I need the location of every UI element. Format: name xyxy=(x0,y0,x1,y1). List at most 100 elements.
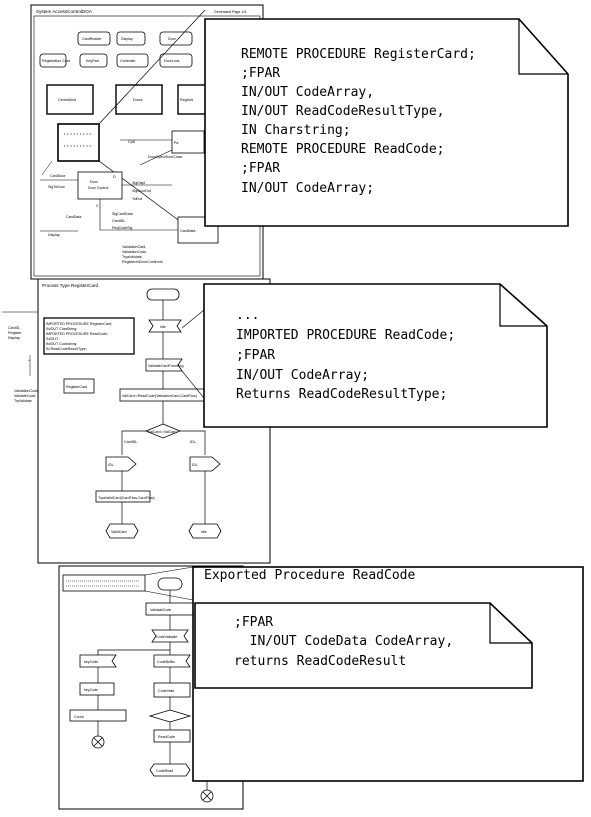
declaration-line: IN/OUT xyxy=(46,337,59,341)
callout-1-line: REMOTE PROCEDURE RegisterCard; xyxy=(241,47,476,62)
callout-3-line: IN/OUT CodeData CodeArray, xyxy=(234,634,453,649)
side-signal: TryValidate xyxy=(14,399,32,403)
signal-display: Display xyxy=(48,233,60,237)
signal-carddoor: CardDoor xyxy=(50,174,66,178)
declaration-box: IMPORTED PROCEDURE RegisterCard; IN/OUT … xyxy=(43,317,135,355)
panel-process-diagram: Process Type RegisterCard CardID, Regist… xyxy=(2,278,548,564)
callout-3-inner: ;FPAR IN/OUT CodeData CodeArray, returns… xyxy=(194,602,533,689)
block-centralunit-label: CentralUnit xyxy=(58,98,76,102)
declaration-line: IMPORTED PROCEDURE RegisterCard; xyxy=(46,322,112,326)
signal-dooropen: DoorOpen/DoorClose xyxy=(148,155,183,159)
inner-block-regcard-label: CardData xyxy=(180,229,195,233)
callout-2: ... IMPORTED PROCEDURE ReadCode; ;FPAR I… xyxy=(181,283,548,428)
register-card-box-label: RegisterCard xyxy=(66,385,87,389)
procedure-header-box xyxy=(62,574,146,592)
callout-1-line: IN Charstring; xyxy=(241,123,351,138)
proc-flow-label: ReadCode xyxy=(158,735,175,739)
callout-1-line: IN/OUT CodeArray, xyxy=(241,85,374,100)
signal-list-item: RegisteredDoorConfirmIn xyxy=(122,260,163,264)
signal-sigdoorout: SigDoorOut xyxy=(132,189,151,193)
side-signal: ValidationCode, xyxy=(14,389,39,393)
terminal-right-label: Idle xyxy=(201,530,207,534)
system-title: System AccessControlDOA xyxy=(36,9,93,14)
declaration-line: IN ReadCodeResultType; xyxy=(46,347,87,351)
block-cardreader-label: CardReader xyxy=(82,37,102,41)
callout-1-line: REMOTE PROCEDURE ReadCode; xyxy=(241,142,445,157)
output-right-label: IDL xyxy=(192,463,198,467)
process-title: Process Type RegisterCard xyxy=(42,283,99,288)
side-signal: Register, xyxy=(8,331,22,335)
block-row-big: CentralUnit Doors RegUnit xyxy=(46,84,209,115)
proc-flow-label: Count xyxy=(74,715,84,719)
branch-left-label: CardIDL xyxy=(124,440,137,444)
signal-list: ValidationCard, ValidationCode, TryaVali… xyxy=(122,245,163,264)
zoom-detail xyxy=(41,9,206,241)
proc-flow-label: CodeValidate xyxy=(156,635,177,639)
block-keypad-label: KeyPad xyxy=(86,59,99,63)
inner-block-doorcontrol-label: Door Control xyxy=(88,186,109,190)
callout-3-line: ;FPAR xyxy=(234,615,273,630)
callout-1: REMOTE PROCEDURE RegisterCard; ;FPAR IN/… xyxy=(204,18,569,227)
callout-1-line: IN/OUT ReadCodeResultType, xyxy=(241,104,445,119)
inner-blocks: Pa Door Door Control CardData CpD D C Ca… xyxy=(40,130,219,244)
declaration-line: IN/OUT CharString; xyxy=(46,327,77,331)
block-regcard-label: Registration Card xyxy=(42,59,70,63)
callout-2-line: ... xyxy=(236,308,259,323)
signal-regcodesig: RegCodeSig xyxy=(112,226,132,230)
signal-carddata: CardData xyxy=(66,215,81,219)
callout-1-line: IN/OUT CodeArray; xyxy=(241,181,374,196)
declaration-line: IN/OUT CodeArray; xyxy=(46,342,77,346)
proc-flow-label: keyCode xyxy=(84,660,98,664)
block-row-mid: Registration Card KeyPad Controller Door… xyxy=(39,53,193,68)
side-signal: ValidateCode, xyxy=(14,394,36,398)
procedure-flow: ValidateCode CodeValidate keyCode CodeBu… xyxy=(69,577,214,803)
inner-block-top-label: Pa xyxy=(174,141,178,145)
branch-right-label: IDL xyxy=(190,440,196,444)
signal-sigtodoor: SigToDoor xyxy=(48,185,66,189)
process-flow: Idle ValidateCardFromReg ValCard:=ReadCo… xyxy=(95,288,222,539)
system-page-ref: Generated Page 1/4 xyxy=(214,10,246,14)
channel-label-cpd: CpD xyxy=(128,140,136,144)
panel-procedure-diagram: ValidateCode CodeValidate keyCode CodeBu… xyxy=(58,565,584,810)
callout-2-line: IN/OUT CodeArray; xyxy=(236,368,369,383)
state-idle-label: Idle xyxy=(160,325,166,329)
task-label: ValCard:=ReadCode(ValidationCard,CardFlo… xyxy=(122,394,197,398)
panel-system-diagram: System AccessControlDOA Generated Page 1… xyxy=(30,4,569,280)
callout-3-title: Exported Procedure ReadCode xyxy=(204,568,415,583)
channel-label-d: D xyxy=(113,175,116,179)
callout-3-line: returns ReadCodeResult xyxy=(234,654,406,669)
callout-1-line: ;FPAR xyxy=(241,66,280,81)
block-doorlock-label: DoorLock xyxy=(164,59,180,63)
block-doors-label: Doors xyxy=(133,98,143,102)
signal-sigcarddata: SigCardData xyxy=(112,212,133,216)
callout-2-line: IMPORTED PROCEDURE ReadCode; xyxy=(236,328,455,343)
signal-list-item: ValidationCode, xyxy=(122,250,147,254)
callout-2-line: Returns ReadCodeResultType; xyxy=(236,387,447,402)
block-door-label: Door xyxy=(168,37,177,41)
channel-label-c: C xyxy=(96,204,99,208)
task2-label: TryaValidCard(CardFlow,CardFlow) xyxy=(98,496,155,500)
side-signal: CardID, xyxy=(8,326,20,330)
decision-label: ValCard:=ValCard xyxy=(148,430,177,434)
svg-text:^: ^ xyxy=(28,359,30,363)
callout-2-line: ;FPAR xyxy=(236,348,275,363)
proc-flow-label: CodeBuffer xyxy=(157,660,176,664)
proc-flow-label: CodeValid xyxy=(158,689,174,693)
signal-list-item: TryaValidate, xyxy=(122,255,143,259)
output-left-label: IDL xyxy=(108,463,114,467)
callout-1-line: ;FPAR xyxy=(241,161,280,176)
block-regunit-label: RegUnit xyxy=(180,98,193,102)
signal-cardidl: CardIDL xyxy=(112,219,125,223)
block-controller-label: Controller xyxy=(120,59,136,63)
signal-toend: ToEnd xyxy=(132,197,142,201)
terminal-left-label: ValidCard xyxy=(111,530,127,534)
block-row-top: CardReader Display Door xyxy=(77,31,193,46)
declaration-line: IMPORTED PROCEDURE ReadCode; xyxy=(46,332,108,336)
proc-flow-label: ValidateCode xyxy=(150,608,171,612)
input-signal-label: ValidateCardFromReg xyxy=(148,364,184,368)
inner-block-door-label: Door xyxy=(90,180,99,184)
signal-list-item: ValidationCard, xyxy=(122,245,146,249)
block-display-label: Display xyxy=(121,37,133,41)
signal-sigdispl: SigDispl xyxy=(132,181,145,185)
